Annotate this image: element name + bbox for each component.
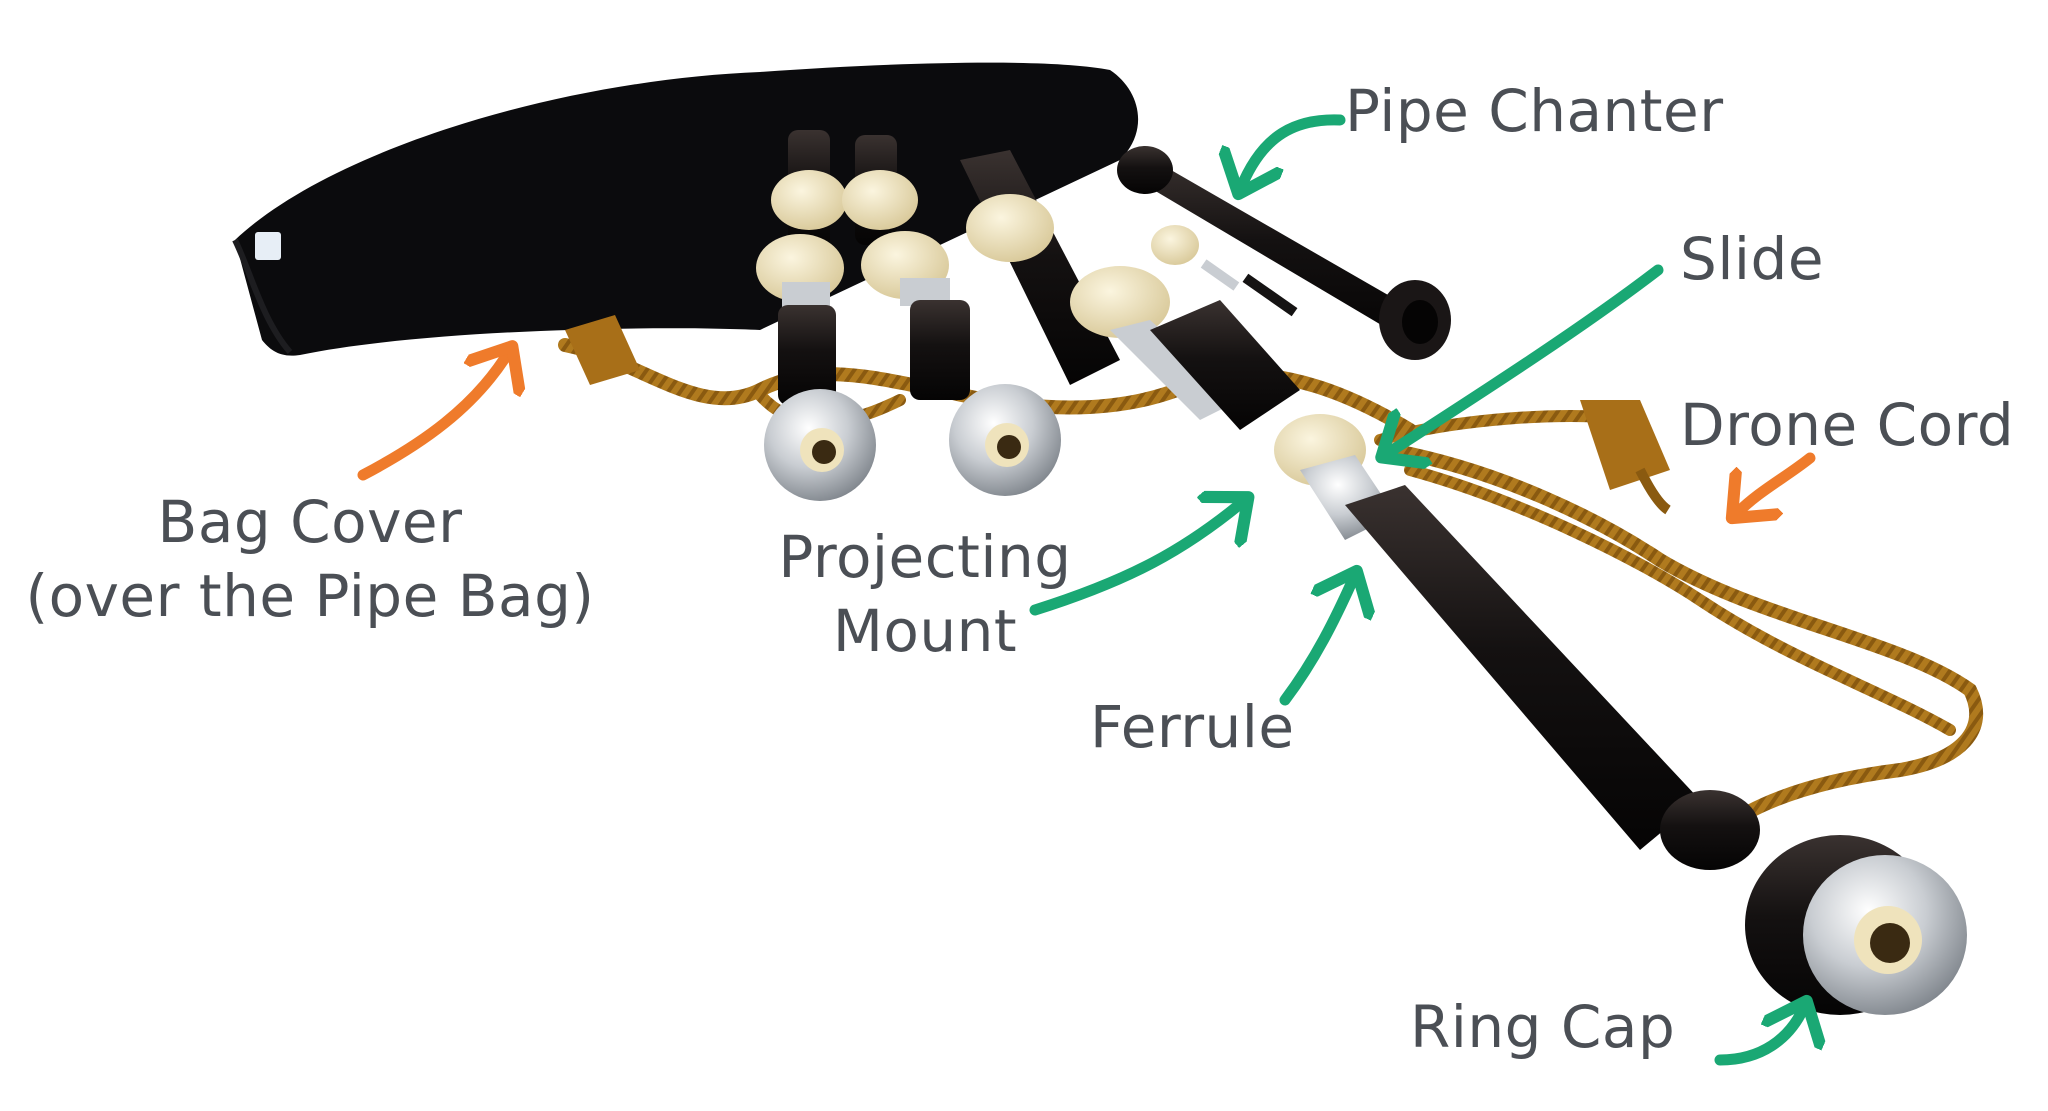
label-bag-cover-line1: Bag Cover <box>157 488 463 556</box>
label-bag-cover: Bag Cover (over the Pipe Bag) <box>25 485 595 633</box>
label-bag-cover-line2: (over the Pipe Bag) <box>25 562 595 631</box>
bag-cover <box>232 62 1139 356</box>
label-projecting-mount-line1: Projecting <box>778 523 1072 591</box>
label-pipe-chanter: Pipe Chanter <box>1345 77 1724 145</box>
bass-drone <box>960 150 1967 1015</box>
tenor-drone-middle <box>842 135 1061 496</box>
label-slide: Slide <box>1680 225 1825 293</box>
tassel-left <box>565 315 640 385</box>
label-ring-cap: Ring Cap <box>1410 993 1676 1061</box>
arrow-slide <box>1385 264 1664 455</box>
tassel-right <box>1580 400 1670 490</box>
arrow-ferrule <box>1279 575 1355 706</box>
bag-cover-tag <box>255 232 281 260</box>
label-ferrule: Ferrule <box>1090 693 1295 761</box>
arrow-drone-cord <box>1735 452 1816 515</box>
label-projecting-mount: Projecting Mount <box>770 520 1080 668</box>
arrow-ring-cap <box>1714 1005 1805 1066</box>
label-projecting-mount-line2: Mount <box>832 597 1018 666</box>
arrows <box>357 114 1816 1066</box>
arrow-bag-cover <box>357 350 510 481</box>
arrow-projecting-mount <box>1029 500 1245 616</box>
tenor-drone-left <box>756 130 876 501</box>
label-drone-cord: Drone Cord <box>1680 391 2015 459</box>
arrow-pipe-chanter <box>1240 114 1346 190</box>
pipe-chanter <box>1117 146 1451 360</box>
